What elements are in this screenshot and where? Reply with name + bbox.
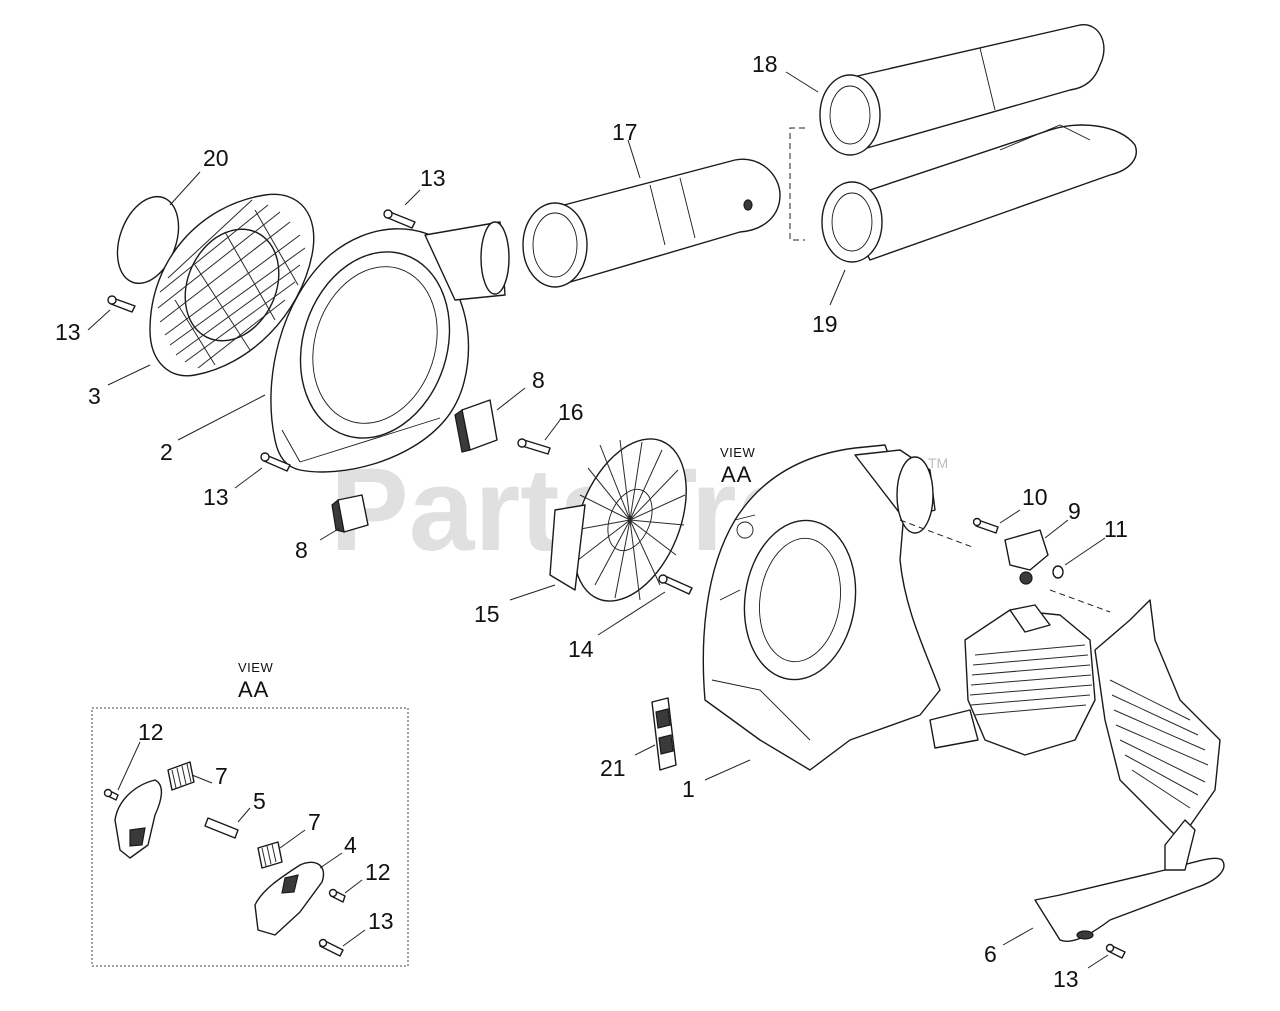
callout-21: 21 <box>600 755 626 781</box>
callout-12-lower: 12 <box>365 859 391 885</box>
view-label-main-id: AA <box>721 462 752 487</box>
part-3-intake-guard[interactable] <box>149 193 315 377</box>
part-13-screw-detail[interactable] <box>318 938 344 957</box>
callout-5: 5 <box>253 788 266 814</box>
part-17-blower-tube[interactable] <box>522 158 781 288</box>
callout-9: 9 <box>1068 498 1081 524</box>
part-1-main-frame[interactable] <box>702 444 941 771</box>
callout-7-lower: 7 <box>308 809 321 835</box>
callout-19: 19 <box>812 311 838 337</box>
callout-labels: 20 13 13 3 2 13 8 16 8 15 14 17 18 19 10… <box>55 51 1128 992</box>
part-5-pin[interactable] <box>204 817 239 839</box>
callout-13-a: 13 <box>420 165 446 191</box>
part-8-lower-damper[interactable] <box>331 494 369 533</box>
callout-13-e: 13 <box>1053 966 1079 992</box>
view-label-main: VIEW AA <box>720 445 755 487</box>
callout-11: 11 <box>1104 516 1128 542</box>
part-10-pin[interactable] <box>972 517 999 534</box>
part-7-spring-upper[interactable] <box>167 761 195 791</box>
assembly-centerline <box>899 519 1111 613</box>
callout-13-c: 13 <box>203 484 229 510</box>
callout-18: 18 <box>752 51 778 77</box>
view-label-detail-word: VIEW <box>238 660 273 675</box>
callout-3: 3 <box>88 383 101 409</box>
view-label-detail: VIEW AA <box>238 660 273 702</box>
part-12-screw-lower[interactable] <box>328 888 346 903</box>
callout-16: 16 <box>558 399 584 425</box>
part-4-trigger[interactable] <box>254 861 325 936</box>
part-11-o-ring[interactable] <box>1052 565 1064 579</box>
callout-10: 10 <box>1022 484 1048 510</box>
callout-8-upper: 8 <box>532 367 545 393</box>
detail-throttle-lever[interactable] <box>114 779 163 859</box>
part-13-screw-a[interactable] <box>383 209 416 229</box>
callout-13-b: 13 <box>55 319 81 345</box>
part-13-screw-c[interactable] <box>260 452 291 472</box>
part-15-impeller[interactable] <box>549 422 708 617</box>
part-12-screw-upper[interactable] <box>103 788 119 801</box>
part-14-bolt[interactable] <box>658 574 693 595</box>
part-16-bolt[interactable] <box>517 438 551 455</box>
part-9-bracket[interactable] <box>1004 529 1049 585</box>
callout-4: 4 <box>344 832 357 858</box>
callout-14: 14 <box>568 636 594 662</box>
part-21-decal[interactable] <box>651 697 677 771</box>
view-label-main-word: VIEW <box>720 445 755 460</box>
callout-20: 20 <box>203 145 229 171</box>
callout-12-upper: 12 <box>138 719 164 745</box>
callout-6: 6 <box>984 941 997 967</box>
nozzle-option-bracket <box>789 127 805 241</box>
part-19-flat-nozzle[interactable] <box>821 124 1137 263</box>
watermark-trademark: TM <box>928 455 948 471</box>
callout-2: 2 <box>160 439 173 465</box>
part-13-screw-handle[interactable] <box>1105 943 1126 959</box>
part-8-upper-damper[interactable] <box>454 399 498 453</box>
callout-7-upper: 7 <box>215 763 228 789</box>
callout-15: 15 <box>474 601 500 627</box>
engine-assembly <box>929 604 1096 756</box>
part-7-spring-lower[interactable] <box>257 841 283 869</box>
part-20-cover-disc[interactable] <box>106 188 189 292</box>
callout-1: 1 <box>682 776 695 802</box>
part-6-handle[interactable] <box>1034 819 1225 942</box>
muffler-cover <box>1094 599 1221 841</box>
part-2-fan-housing[interactable] <box>270 221 510 473</box>
detail-view-aa <box>91 707 409 967</box>
callout-13-d: 13 <box>368 908 394 934</box>
callout-17: 17 <box>612 119 638 145</box>
part-13-screw-b[interactable] <box>107 295 136 313</box>
leader-lines <box>87 71 1109 969</box>
view-label-detail-id: AA <box>238 677 269 702</box>
part-18-round-nozzle[interactable] <box>819 24 1105 156</box>
callout-8-lower: 8 <box>295 537 308 563</box>
